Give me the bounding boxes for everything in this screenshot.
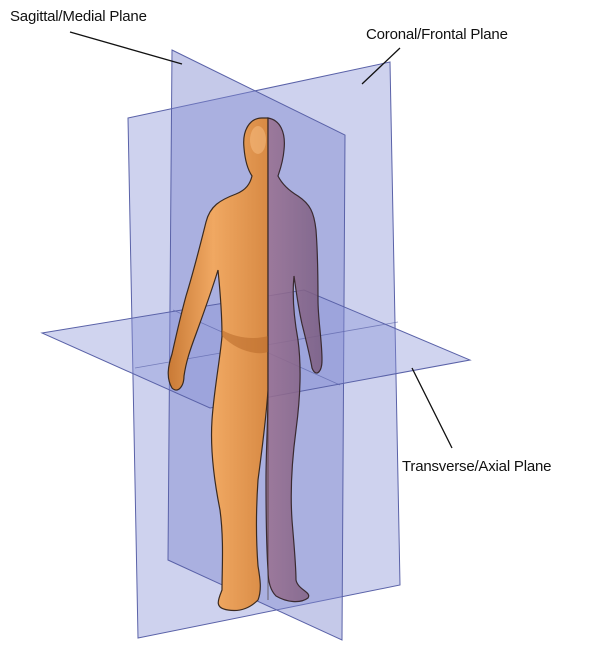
sagittal-leader-line (70, 32, 182, 64)
transverse-plane-label: Transverse/Axial Plane (402, 458, 551, 475)
head-highlight (250, 126, 266, 154)
sagittal-plane-label: Sagittal/Medial Plane (10, 8, 147, 25)
transverse-leader-line (412, 368, 452, 448)
coronal-plane-label: Coronal/Frontal Plane (366, 26, 508, 43)
